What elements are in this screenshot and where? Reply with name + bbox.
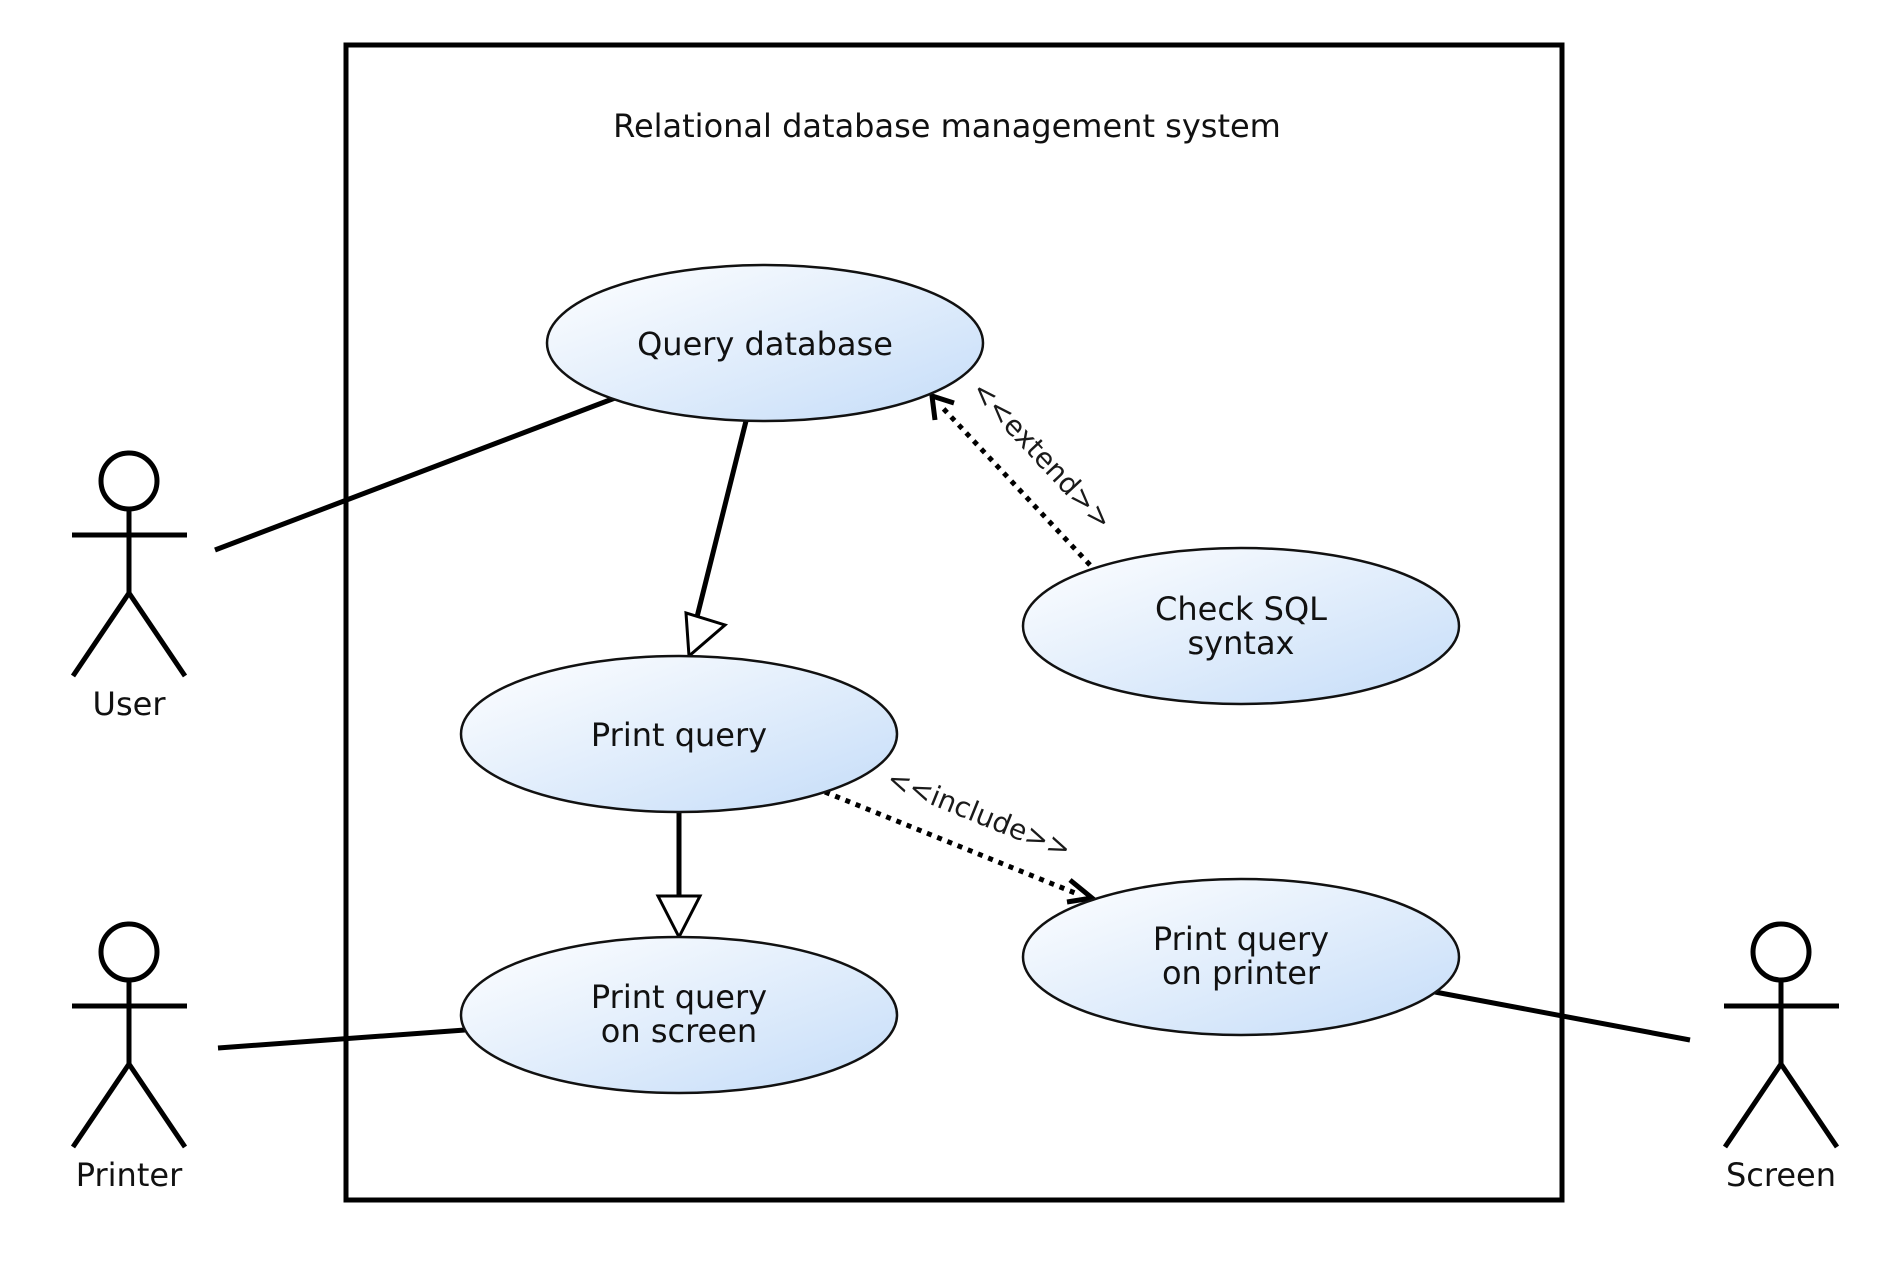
system-title: Relational database management system [613,107,1281,145]
generalization-arrowhead-1 [684,610,729,660]
usecase-label: Print query [591,978,767,1016]
generalization-query-print [694,420,749,618]
extend-label: <<extend>> [965,374,1119,536]
usecase-print-query-on-printer[interactable]: Print query on printer [1021,877,1461,1037]
include-label: <<include>> [882,762,1075,866]
actor-head-icon [1750,921,1812,983]
usecase-print-query[interactable]: Print query [459,654,899,814]
system-boundary [343,42,1565,1203]
printer-screen-association [217,1027,466,1051]
actor-head-icon [98,450,160,512]
usecase-label: Query database [637,325,893,363]
usecase-label: Check SQL [1155,590,1327,628]
actor-screen-label: Screen [1726,1156,1836,1194]
extend-dependency [938,403,1092,567]
include-arrowhead [1066,878,1098,905]
actor-screen[interactable] [1722,921,1840,1149]
user-query-association [214,395,616,553]
extend-arrowhead [929,392,955,421]
generalization-arrowhead-2 [655,894,703,941]
usecase-check-sql-syntax[interactable]: Check SQL syntax [1021,546,1461,706]
actor-user[interactable] [70,450,188,678]
usecase-query-database[interactable]: Query database [545,263,985,423]
usecase-label: Print query [1153,920,1329,958]
usecase-label: Print query [591,716,767,754]
actor-printer-label: Printer [76,1156,183,1194]
actor-head-icon [98,921,160,983]
actor-printer[interactable] [70,921,188,1149]
usecase-label: on printer [1162,954,1321,992]
usecase-label: on screen [601,1012,757,1050]
screen-printer-association [1434,989,1691,1043]
usecase-print-query-on-screen[interactable]: Print query on screen [459,935,899,1095]
actor-user-label: User [93,685,167,723]
usecase-label: syntax [1188,624,1295,662]
include-dependency [824,789,1081,898]
